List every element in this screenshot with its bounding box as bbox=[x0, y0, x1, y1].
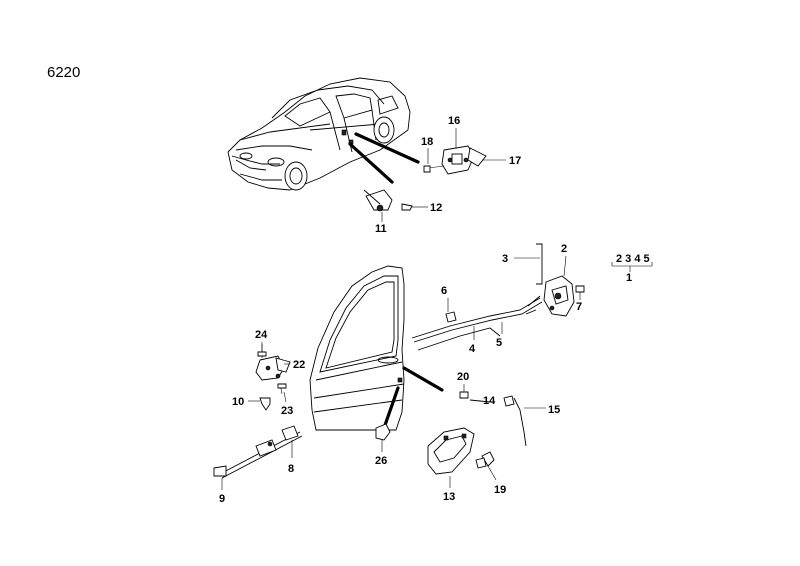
label-15: 15 bbox=[548, 404, 560, 416]
label-9: 9 bbox=[219, 493, 225, 505]
label-22: 22 bbox=[293, 359, 305, 371]
label-18: 18 bbox=[421, 136, 433, 148]
label-24: 24 bbox=[255, 329, 268, 341]
label-13: 13 bbox=[443, 491, 455, 503]
label-5: 5 bbox=[496, 337, 502, 349]
label-7: 7 bbox=[576, 301, 582, 313]
door-latch bbox=[525, 275, 575, 317]
label-3: 3 bbox=[502, 253, 508, 265]
label-2: 2 bbox=[561, 243, 567, 255]
label-26: 26 bbox=[375, 455, 387, 467]
label-1: 1 bbox=[626, 272, 632, 284]
car-illustration bbox=[227, 77, 420, 191]
label-17: 17 bbox=[509, 155, 521, 167]
diagram-code: 6220 bbox=[47, 64, 80, 81]
label-16: 16 bbox=[448, 115, 460, 127]
label-6: 6 bbox=[441, 285, 447, 297]
check-rod bbox=[213, 425, 303, 479]
group-label: 2 3 4 5 bbox=[616, 253, 650, 265]
door-hinge bbox=[255, 344, 291, 395]
label-20: 20 bbox=[457, 371, 469, 383]
label-11: 11 bbox=[375, 223, 387, 235]
handle-bolt bbox=[475, 451, 495, 469]
door-check-link bbox=[363, 189, 413, 212]
label-10: 10 bbox=[232, 396, 244, 408]
striker-assembly bbox=[423, 145, 487, 175]
label-14: 14 bbox=[483, 395, 496, 407]
label-4: 4 bbox=[469, 343, 476, 355]
door-illustration bbox=[309, 265, 444, 431]
label-8: 8 bbox=[288, 463, 294, 475]
label-23: 23 bbox=[281, 405, 293, 417]
outside-handle bbox=[427, 427, 475, 475]
label-19: 19 bbox=[494, 484, 506, 496]
label-12: 12 bbox=[430, 202, 442, 214]
